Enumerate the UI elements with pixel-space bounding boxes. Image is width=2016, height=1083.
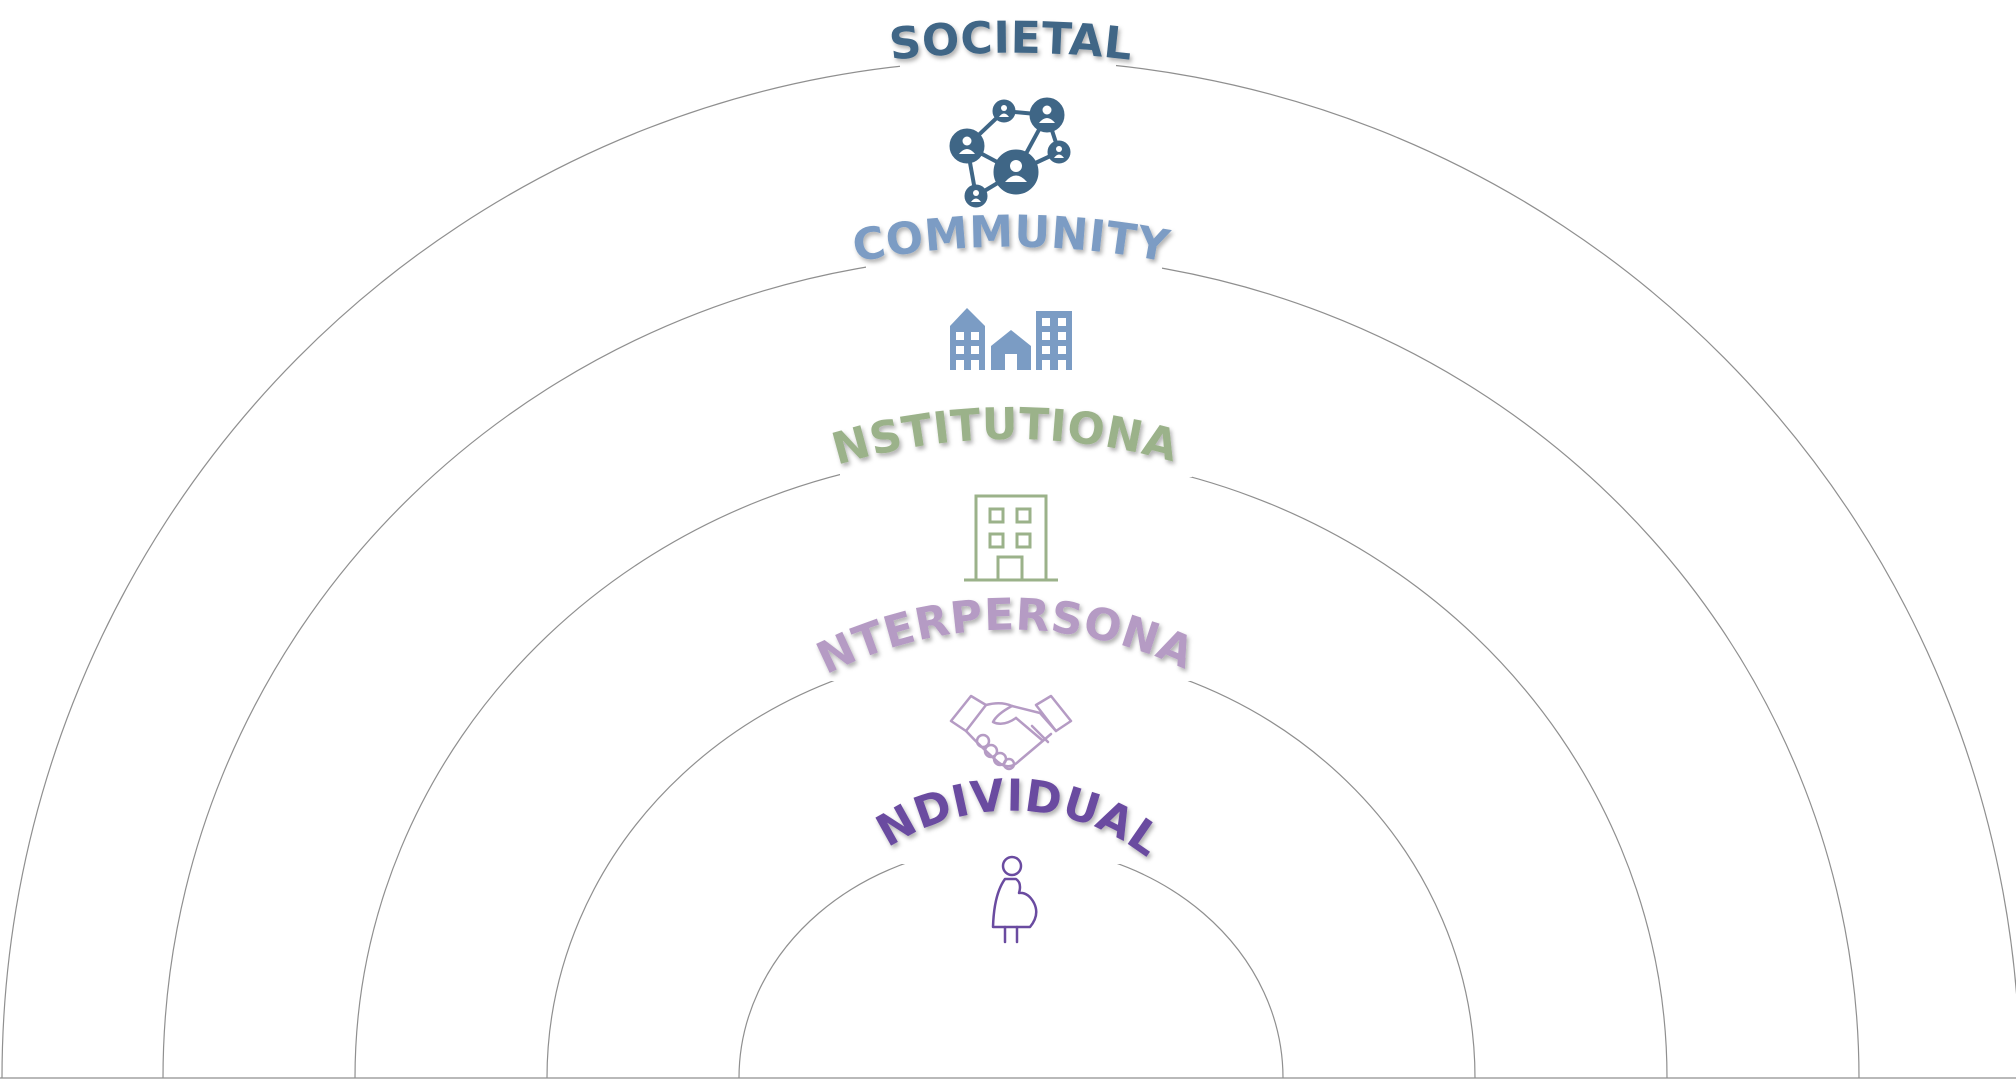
ring-individual [738, 812, 1284, 1079]
ring-institutional [354, 425, 1668, 1079]
pregnant-woman-icon [991, 855, 1038, 944]
label-societal: SOCIETAL [887, 13, 1135, 71]
buildings-icon [950, 308, 1072, 370]
ring-community [162, 226, 1860, 1079]
social-network-icon [949, 97, 1071, 208]
ring-interpersonal [546, 625, 1476, 1079]
office-building-icon [964, 494, 1058, 582]
handshake-icon [949, 694, 1073, 771]
ring-societal [1, 30, 2016, 1079]
